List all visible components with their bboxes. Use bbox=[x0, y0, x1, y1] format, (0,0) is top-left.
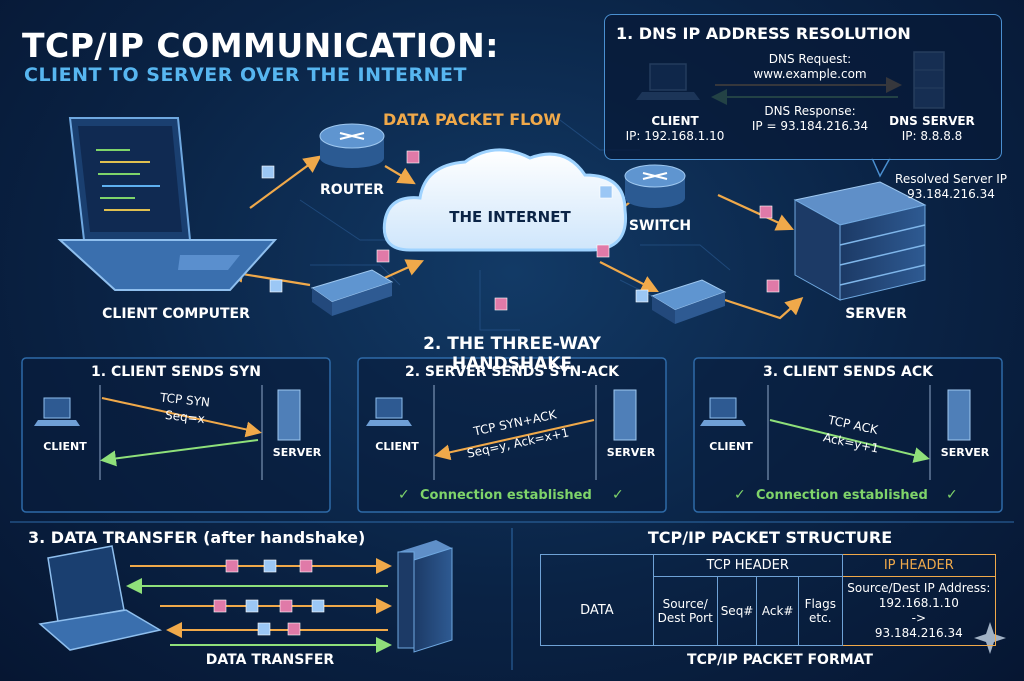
hs-step3-server: SERVER bbox=[940, 446, 990, 459]
packet-title: TCP/IP PACKET STRUCTURE bbox=[647, 528, 893, 547]
packet-data: DATA bbox=[540, 576, 654, 646]
hs-step3-client: CLIENT bbox=[709, 440, 753, 453]
server-rack-icon bbox=[793, 181, 927, 301]
dns-client-ip: IP: 192.168.1.10 bbox=[625, 129, 725, 143]
hs-step1-client: CLIENT bbox=[43, 440, 87, 453]
lower-switch-right-icon bbox=[650, 279, 727, 324]
client-computer-label: CLIENT COMPUTER bbox=[102, 306, 250, 322]
packet-ip-src: 192.168.1.10 bbox=[878, 596, 959, 610]
transfer-packets bbox=[213, 559, 325, 636]
resolved-ip-label: Resolved Server IP bbox=[895, 172, 1007, 186]
hs-step1-title: 1. CLIENT SENDS SYN bbox=[91, 364, 261, 380]
packet-table: TCP HEADER IP HEADER DATA Source/ Dest P… bbox=[540, 554, 997, 646]
hs-step1-server: SERVER bbox=[272, 446, 322, 459]
packet-ip-addr-label: Source/Dest IP Address: bbox=[847, 581, 991, 595]
router-label: ROUTER bbox=[320, 182, 384, 198]
transfer-title: 3. DATA TRANSFER (after handshake) bbox=[28, 528, 366, 547]
main-subtitle: CLIENT TO SERVER OVER THE INTERNET bbox=[24, 64, 467, 86]
packet-ip-dst: 93.184.216.34 bbox=[874, 626, 963, 640]
dns-response-label: DNS Response: bbox=[764, 104, 856, 118]
dns-request-value: www.example.com bbox=[753, 67, 867, 81]
packet-src-dest-port: Source/ Dest Port bbox=[652, 576, 718, 646]
resolved-ip-value: 93.184.216.34 bbox=[907, 187, 995, 201]
packet-ip-header: IP HEADER bbox=[841, 554, 997, 577]
packet-data-top bbox=[540, 554, 654, 577]
flow-title: DATA PACKET FLOW bbox=[383, 110, 562, 129]
transfer-arrows bbox=[126, 558, 392, 653]
hs-step2-title: 2. SERVER SENDS SYN-ACK bbox=[404, 364, 620, 380]
hs-panel-3 bbox=[693, 357, 1003, 513]
dns-request-label: DNS Request: bbox=[768, 52, 852, 66]
transfer-laptop-icon bbox=[38, 545, 163, 651]
server-label: SERVER bbox=[845, 306, 907, 322]
packet-ip-arrow: -> bbox=[911, 611, 927, 625]
packet-tcp-header: TCP HEADER bbox=[652, 554, 843, 577]
switch-label: SWITCH bbox=[628, 218, 692, 234]
hs-step2-client: CLIENT bbox=[375, 440, 419, 453]
packet-ip-cell: Source/Dest IP Address: 192.168.1.10 -> … bbox=[841, 576, 997, 646]
lower-switch-left-icon bbox=[310, 269, 394, 316]
dns-panel bbox=[604, 14, 1002, 160]
hs-arrows bbox=[100, 397, 930, 467]
switch-icon bbox=[624, 164, 686, 208]
transfer-server-icon bbox=[397, 540, 453, 653]
hs-step2-status: Connection established bbox=[420, 488, 592, 503]
internet-label: THE INTERNET bbox=[449, 208, 571, 226]
dns-client-label: CLIENT bbox=[651, 114, 699, 128]
packet-seq: Seq# bbox=[716, 576, 758, 646]
hs-panel-1 bbox=[21, 357, 331, 513]
router-icon bbox=[319, 123, 385, 168]
packet-flags: Flags etc. bbox=[797, 576, 843, 646]
dns-callout-tail bbox=[871, 157, 891, 178]
hs-step3-check-icon-right: ✓ bbox=[946, 487, 958, 503]
client-laptop-icon bbox=[57, 117, 278, 291]
dns-title: 1. DNS IP ADDRESS RESOLUTION bbox=[616, 24, 911, 43]
hs-devices bbox=[34, 385, 971, 480]
hs-step3-status: Connection established bbox=[756, 488, 928, 503]
handshake-title: 2. THE THREE-WAY HANDSHAKE bbox=[423, 334, 601, 374]
hs-step3-title: 3. CLIENT SENDS ACK bbox=[763, 364, 933, 380]
hs-step3-check-icon: ✓ bbox=[734, 487, 746, 503]
packet-ack: Ack# bbox=[756, 576, 799, 646]
dns-server-label: DNS SERVER bbox=[889, 114, 975, 128]
transfer-caption: DATA TRANSFER bbox=[205, 652, 335, 668]
hs-step2-server: SERVER bbox=[606, 446, 656, 459]
hs-step2-check-icon: ✓ bbox=[398, 487, 410, 503]
dns-server-ip: IP: 8.8.8.8 bbox=[901, 129, 963, 143]
main-title: TCP/IP COMMUNICATION: bbox=[22, 26, 499, 65]
dns-response-value: IP = 93.184.216.34 bbox=[751, 119, 869, 133]
packet-cubes bbox=[261, 150, 780, 311]
hs-panel-2 bbox=[357, 357, 667, 513]
packet-caption: TCP/IP PACKET FORMAT bbox=[687, 652, 873, 668]
hs-step2-check-icon-right: ✓ bbox=[612, 487, 624, 503]
internet-cloud-icon bbox=[382, 148, 628, 252]
